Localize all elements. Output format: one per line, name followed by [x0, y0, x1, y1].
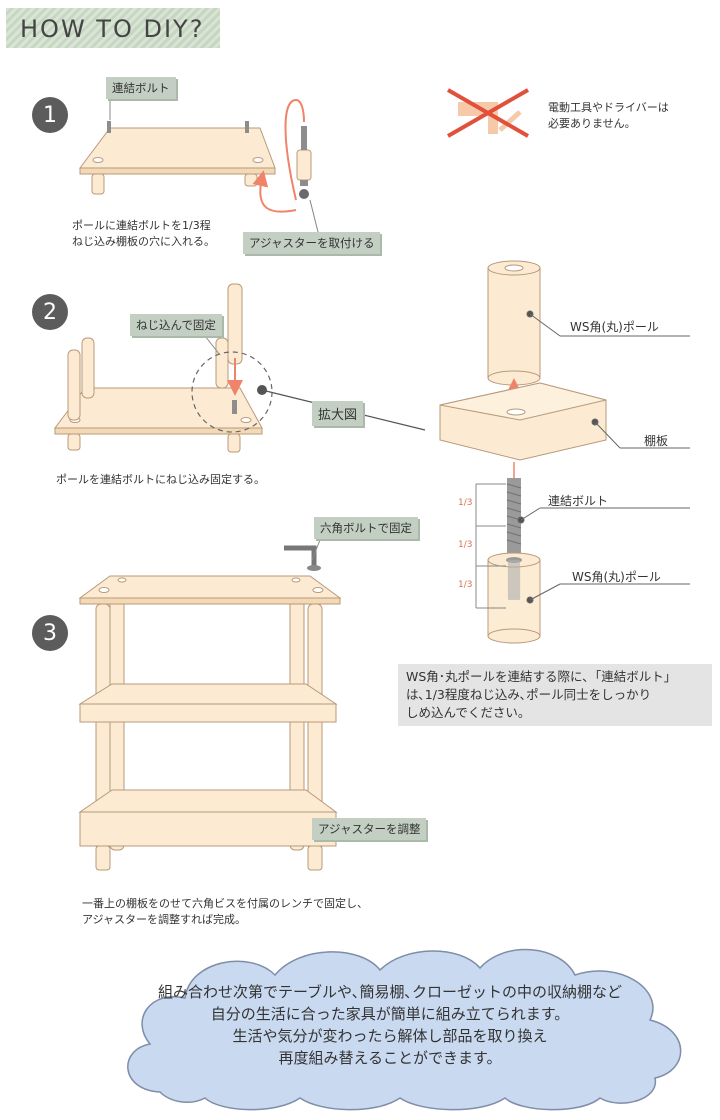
title-banner	[6, 8, 220, 48]
no-tools-icon	[447, 88, 529, 138]
label-bolt: 連結ボルト	[548, 494, 609, 508]
tag-screw-fix: ねじ込んで固定	[130, 314, 222, 336]
step2-number: 2	[32, 294, 68, 330]
label-third-1: 1/3	[458, 498, 473, 508]
step3-number: 3	[32, 615, 68, 651]
page-title: HOW TO DIY?	[20, 15, 205, 43]
tag-connect-bolt: 連結ボルト	[106, 77, 176, 99]
assembly-note-box	[398, 664, 712, 726]
cloud-line3: 生活や気分が変わったら解体し部品を取り換え	[232, 1027, 548, 1045]
step1-caption-line2: ねじ込み棚板の穴に入れる。	[72, 235, 215, 248]
label-pole-bottom: WS角(丸)ポール	[572, 570, 661, 584]
tool-note-line2: 必要ありません。	[548, 117, 636, 130]
step1-illustration	[79, 98, 319, 233]
zoom-detail	[439, 260, 690, 644]
step3-caption-line1: 一番上の棚板をのせて六角ビスを付属のレンチで固定し、	[82, 897, 368, 910]
note-line2: は､1/3程度ねじ込み､ポール同士をしっかり	[406, 687, 652, 702]
note-line3: しめ込んでください。	[406, 705, 531, 720]
cloud-line1: 組み合わせ次第でテーブルや､簡易棚､クローゼットの中の収納棚など	[157, 983, 623, 1001]
step3-illustration	[78, 539, 342, 871]
label-pole-top: WS角(丸)ポール	[570, 320, 659, 334]
step1-number: 1	[32, 97, 68, 133]
label-third-3: 1/3	[458, 580, 473, 590]
tag-adjust-adjuster: アジャスターを調整	[312, 818, 427, 840]
step2-caption: ポールを連結ボルトにねじ込み固定する。	[56, 473, 265, 486]
cloud-shape	[127, 948, 682, 1111]
step2-illustration	[54, 283, 426, 453]
tag-hex-bolt-fix: 六角ボルトで固定	[314, 517, 418, 539]
cloud-line4: 再度組み替えることができます。	[278, 1049, 502, 1067]
step1-caption-line1: ポールに連結ボルトを1/3程	[72, 219, 211, 232]
label-shelf: 棚板	[644, 434, 669, 448]
tag-zoom: 拡大図	[312, 401, 364, 426]
label-third-2: 1/3	[458, 540, 473, 550]
cloud-line2: 自分の生活に合った家具が簡単に組み立てられます。	[210, 1005, 570, 1023]
tool-note-line1: 電動工具やドライバーは	[548, 101, 669, 114]
step3-caption-line2: アジャスターを調整すれば完成。	[82, 913, 247, 926]
tag-attach-adjuster: アジャスターを取付ける	[243, 232, 381, 254]
note-line1: WS角･丸ポールを連結する際に､「連結ボルト」	[406, 669, 677, 684]
